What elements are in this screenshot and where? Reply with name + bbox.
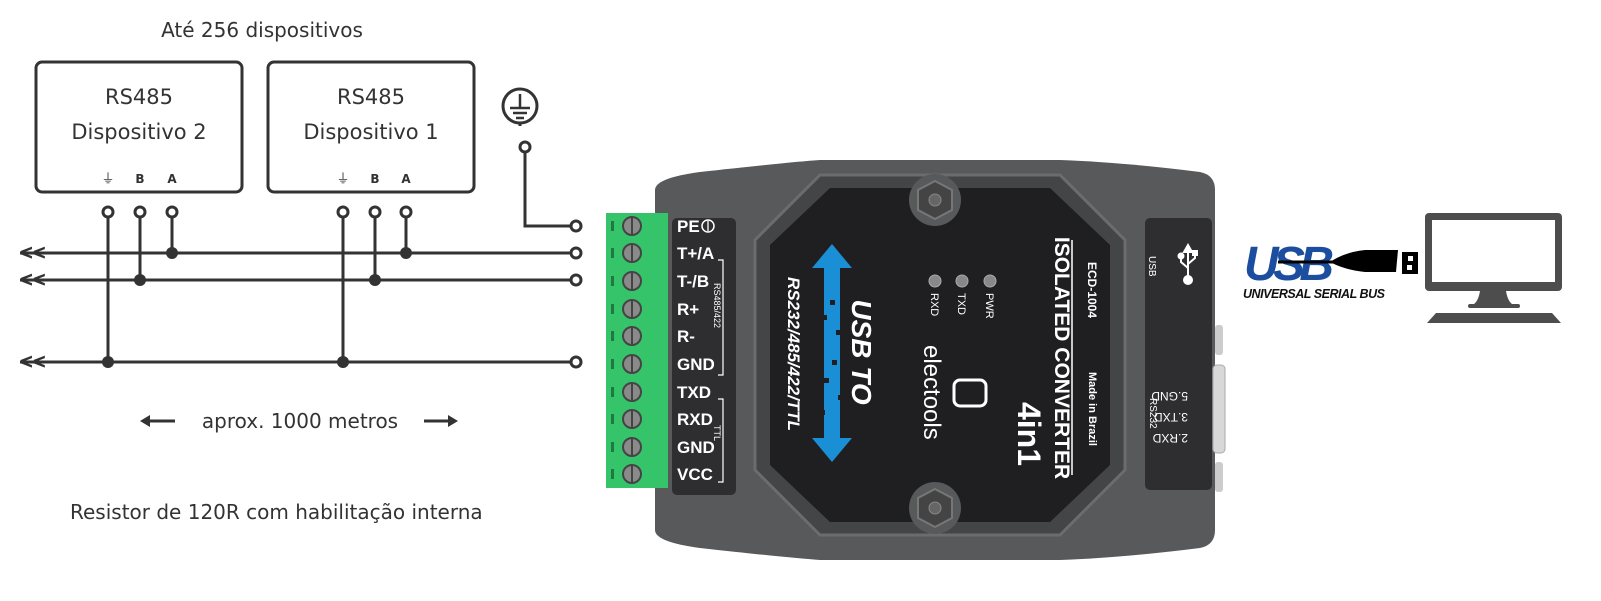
device-protocol: RS485 bbox=[337, 85, 405, 109]
usb-logo-text: USB bbox=[1244, 238, 1334, 291]
pin-label-panel bbox=[672, 218, 736, 495]
pin-label: T-/B bbox=[677, 272, 709, 291]
brand-logo-text: electools bbox=[918, 345, 945, 440]
terminal-screw-3[interactable]: R+ bbox=[611, 299, 699, 319]
diagram-title: Até 256 dispositivos bbox=[161, 18, 363, 42]
device-name: Dispositivo 1 bbox=[303, 120, 438, 144]
led-pwr-label: PWR bbox=[983, 293, 995, 319]
product-subtitle: 4in1 bbox=[1011, 402, 1047, 466]
ground-terminal-label: ⏚ bbox=[101, 172, 114, 187]
wire-slot bbox=[611, 387, 614, 397]
b-terminal-label: B bbox=[370, 172, 379, 186]
terminal-screw-8[interactable]: GND bbox=[611, 437, 715, 457]
rs232-pin-label: 2.RXD bbox=[1152, 431, 1188, 445]
led-rxd-label: RXD bbox=[928, 293, 940, 316]
ttl-group-label: TTL bbox=[712, 425, 722, 441]
pin-label: TXD bbox=[677, 383, 711, 402]
wire-slot bbox=[611, 248, 614, 258]
model-label: ECD-1004 bbox=[1085, 262, 1099, 318]
wire-slot bbox=[611, 331, 614, 341]
terminal-circles bbox=[101, 140, 583, 369]
screw-top-icon bbox=[909, 174, 961, 226]
arrow-left-icon: << bbox=[20, 240, 46, 265]
b-terminal-label: B bbox=[135, 172, 144, 186]
origin-label: Made in Brazil bbox=[1086, 372, 1098, 446]
terminal-screw-9[interactable]: VCC bbox=[611, 464, 713, 484]
bus-wires bbox=[20, 110, 570, 364]
pin-label: T+/A bbox=[677, 244, 714, 263]
pin-label: RXD bbox=[677, 410, 713, 429]
rs232-pin-label: 3.TXD bbox=[1154, 410, 1188, 424]
pin-label: GND bbox=[677, 438, 715, 457]
arrow-left-icon: << bbox=[20, 349, 46, 374]
pin-label: R+ bbox=[677, 300, 699, 319]
distance-indicator: aprox. 1000 metros bbox=[140, 409, 458, 433]
terminal-screw-6[interactable]: TXD bbox=[611, 382, 711, 402]
usb-logo-caption: UNIVERSAL SERIAL BUS bbox=[1243, 287, 1386, 301]
rs232-db9-connector[interactable] bbox=[1212, 364, 1226, 454]
wire-slot bbox=[611, 469, 614, 479]
distance-label: aprox. 1000 metros bbox=[202, 409, 398, 433]
rs485-group-label: RS485/422 bbox=[712, 283, 722, 328]
ground-terminal-label: ⏚ bbox=[336, 172, 349, 187]
pin-label: VCC bbox=[677, 465, 713, 484]
pin-label: PE bbox=[677, 217, 700, 236]
wire-slot bbox=[611, 442, 614, 452]
device-box-2: RS485 Dispositivo 2 ⏚ B A bbox=[34, 60, 244, 194]
computer-icon bbox=[1425, 213, 1562, 323]
device-protocol: RS485 bbox=[105, 85, 173, 109]
wire-slot bbox=[611, 276, 614, 286]
brand-logo-icon bbox=[952, 378, 988, 408]
terminal-screw-7[interactable]: RXD bbox=[611, 409, 713, 429]
wire-slot bbox=[611, 414, 614, 424]
bidirectional-arrow-icon bbox=[812, 244, 852, 462]
led-txd-label: TXD bbox=[955, 293, 967, 315]
pin-label: R- bbox=[677, 327, 695, 346]
arrow-left-icon: << bbox=[20, 267, 46, 292]
port-label-panel bbox=[1145, 218, 1212, 490]
usb-logo: USB UNIVERSAL SERIAL BUS bbox=[1243, 238, 1418, 301]
usb-symbol-icon bbox=[1177, 242, 1198, 285]
a-terminal-label: A bbox=[401, 172, 411, 186]
usb-port-label: USB bbox=[1146, 256, 1157, 277]
rs232-label: RS232 bbox=[1147, 398, 1158, 429]
pe-ground-icon bbox=[701, 219, 715, 233]
device-name: Dispositivo 2 bbox=[71, 120, 206, 144]
junction-dots bbox=[102, 247, 412, 368]
db9-screw bbox=[1215, 462, 1223, 492]
earth-ground-icon bbox=[501, 87, 539, 125]
product-title: ISOLATED CONVERTER bbox=[1050, 237, 1073, 479]
terminal-screw-1[interactable]: T+/A bbox=[611, 243, 714, 263]
terminal-screw-2[interactable]: T-/B bbox=[611, 271, 709, 291]
bus-continuation-arrows: << << << bbox=[20, 240, 46, 374]
terminal-screw-0[interactable]: PE bbox=[611, 216, 700, 236]
device-box-1: RS485 Dispositivo 1 ⏚ B A bbox=[266, 60, 476, 194]
terminal-screw-4[interactable]: R- bbox=[611, 326, 695, 346]
pin-label: GND bbox=[677, 355, 715, 374]
a-terminal-label: A bbox=[167, 172, 177, 186]
rs232-pin-label: 5.GND bbox=[1151, 389, 1188, 403]
wire-slot bbox=[611, 221, 614, 231]
led-indicators: RXD TXD PWR bbox=[928, 274, 997, 319]
terminal-screw-5[interactable]: GND bbox=[611, 354, 715, 374]
usb-to-label: USB TO bbox=[846, 299, 877, 404]
db9-screw bbox=[1215, 325, 1223, 355]
wire-slot bbox=[611, 304, 614, 314]
interfaces-label: RS232/485/422/TTL bbox=[784, 277, 803, 431]
screw-bottom-icon bbox=[909, 482, 961, 534]
resistor-note: Resistor de 120R com habilitação interna bbox=[70, 500, 483, 524]
wire-slot bbox=[611, 359, 614, 369]
